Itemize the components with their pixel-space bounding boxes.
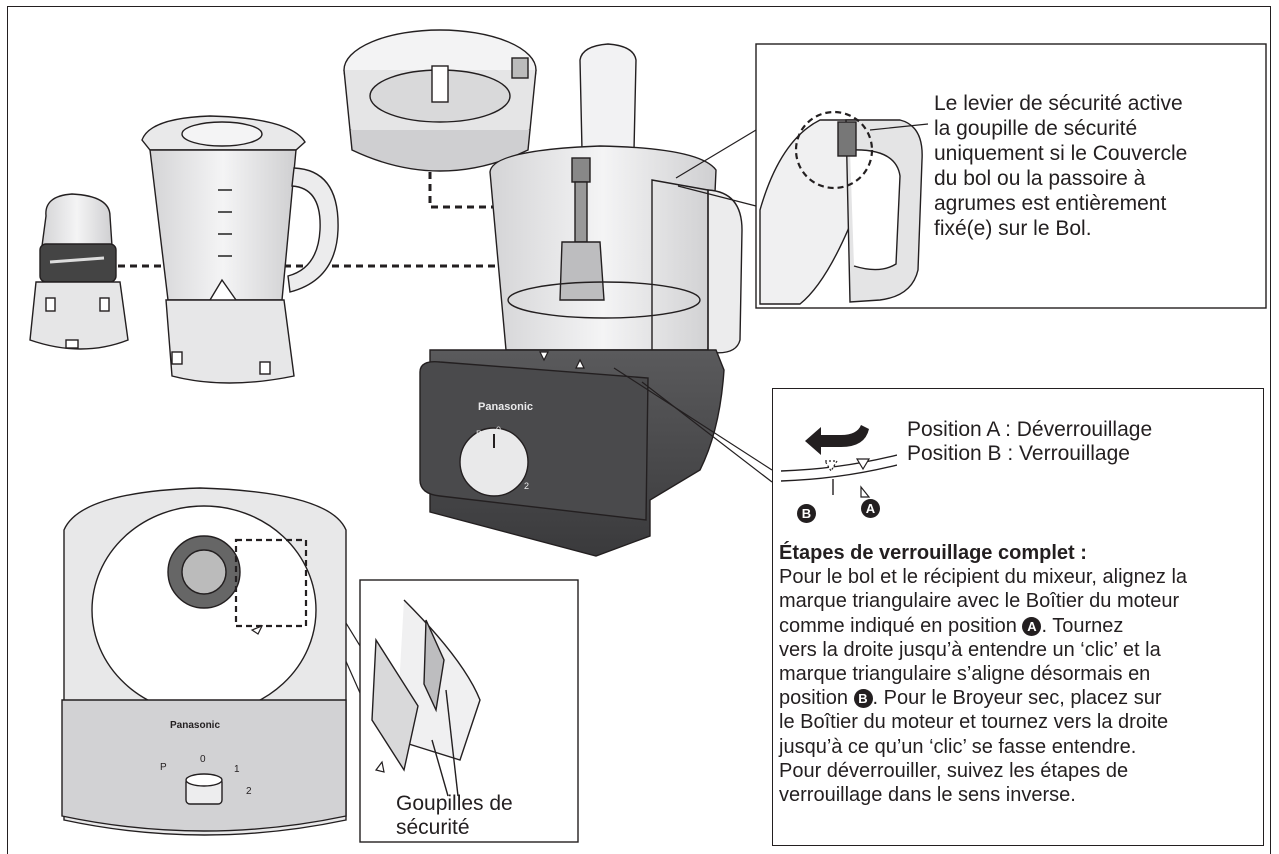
dial-p: P <box>476 429 483 439</box>
lock-steps-box: B A Position A : Déverrouillage Position… <box>772 388 1264 846</box>
position-b-label: Position B : Verrouillage <box>907 442 1130 465</box>
dial-labels-base: P 0 1 2 <box>160 752 252 797</box>
base-dial-0: 0 <box>200 754 206 765</box>
position-a-label: Position A : Déverrouillage <box>907 418 1153 441</box>
lever-line-6: fixé(e) sur le Bol. <box>934 217 1092 240</box>
dial-2: 2 <box>524 481 530 491</box>
blender-jar <box>141 115 339 384</box>
dial-1: 1 <box>520 449 526 459</box>
lock-steps-title: Étapes de verrouillage complet : <box>779 542 1087 564</box>
motor-base: Panasonic <box>61 487 347 836</box>
marker-a-icon: A <box>861 499 880 518</box>
svg-text:Panasonic: Panasonic <box>170 720 220 731</box>
lock-steps-line-10: verrouillage dans le sens inverse. <box>779 784 1076 807</box>
lever-inset <box>755 43 1267 309</box>
base-dial-p: P <box>160 762 167 773</box>
lock-steps-text: Étapes de verrouillage complet : Pour le… <box>779 541 1263 807</box>
rim-arc <box>781 454 897 472</box>
lock-steps-line-1: Pour le bol et le récipient du mixeur, a… <box>779 566 1188 589</box>
lever-line-3: uniquement si le Couvercle <box>934 142 1188 165</box>
lock-steps-line-3: comme indiqué en position A. Tournez <box>779 614 1124 637</box>
pins-label-line-1: Goupilles de <box>396 792 513 815</box>
lever-line-1: Le levier de sécurité active <box>934 92 1183 115</box>
lock-steps-line-2: marque triangulaire avec le Boîtier du m… <box>779 590 1180 613</box>
dial-labels-main: P 0 1 2 <box>472 425 532 495</box>
lever-callout: Le levier de sécurité active la goupille… <box>934 91 1254 241</box>
triangle-b-icon <box>823 460 839 473</box>
lock-steps-line-9: Pour déverrouiller, suivez les étapes de <box>779 759 1129 782</box>
alignment-triangles <box>250 351 585 773</box>
pins-label: Goupilles de sécurité <box>396 792 576 840</box>
marker-b-inline-icon: B <box>853 689 873 709</box>
diagram-frame <box>7 6 1271 854</box>
lock-steps-line-8: jusqu’à ce qu’un ‘clic’ se fasse entendr… <box>779 735 1137 758</box>
dial-0: 0 <box>496 425 502 435</box>
food-processor: Panasonic <box>419 43 743 557</box>
lever-line-2: la goupille de sécurité <box>934 117 1138 140</box>
citrus-strainer <box>343 29 537 172</box>
pins-label-line-2: sécurité <box>396 816 470 839</box>
lock-steps-line-7: le Boîtier du moteur et tournez vers la … <box>779 711 1169 734</box>
base-dial-1: 1 <box>234 764 240 775</box>
marker-a-inline-icon: A <box>1022 616 1042 636</box>
base-dial-2: 2 <box>246 786 252 797</box>
marker-b-icon: B <box>797 504 816 523</box>
lever-line-5: agrumes est entièrement <box>934 192 1167 215</box>
triangle-base-icon <box>860 485 871 498</box>
lock-steps-line-5: marque triangulaire s’aligne désormais e… <box>779 663 1151 686</box>
svg-text:Panasonic: Panasonic <box>478 401 533 413</box>
lock-steps-line-6: position B. Pour le Broyeur sec, placez … <box>779 687 1162 710</box>
triangle-a-icon <box>855 458 871 471</box>
rim-arc-inner <box>781 464 897 482</box>
lock-steps-line-4: vers la droite jusqu’à entendre un ‘clic… <box>779 638 1161 661</box>
rotation-diagram <box>781 425 897 498</box>
rotate-arrow-icon <box>805 425 869 455</box>
lever-line-4: du bol ou la passoire à <box>934 167 1146 190</box>
pins-inset <box>359 579 579 843</box>
dry-grinder <box>29 193 129 350</box>
